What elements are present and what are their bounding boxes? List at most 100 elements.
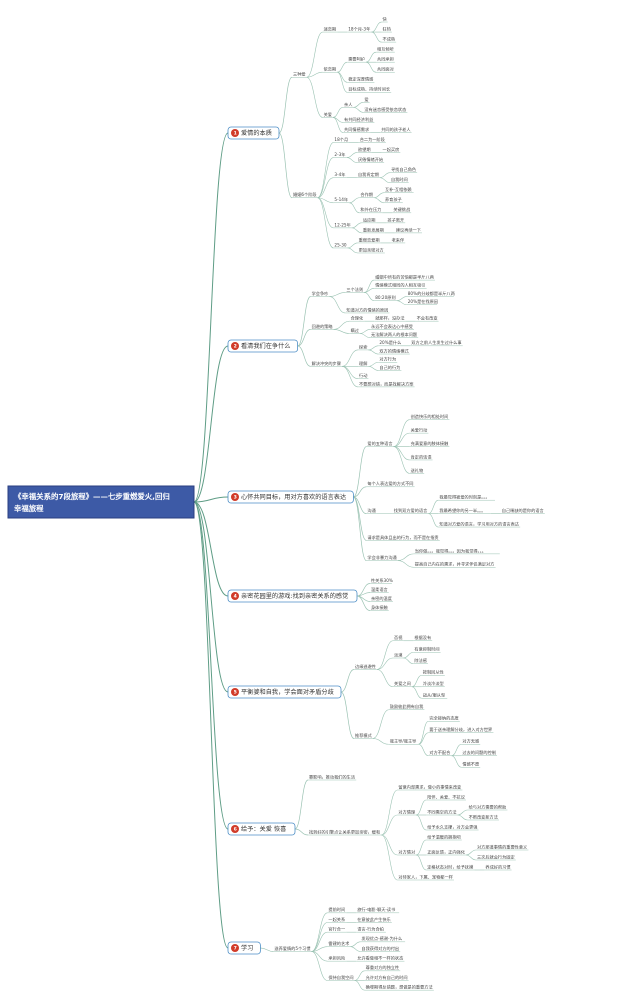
topic-node: 允许对方有自己的时间 <box>364 974 409 981</box>
topic-node: 18个月-3年 <box>347 25 372 32</box>
topic-label: 承担风险 <box>328 955 346 962</box>
root-box <box>7 485 195 519</box>
topic-label: 过去的问题的控制 <box>462 749 496 756</box>
topic-node: 一起关系 <box>327 916 347 923</box>
branch-connector <box>371 21 382 33</box>
topic-label: 关爱行动 <box>411 427 428 434</box>
topic-node: 给予永久支撑，对方会更强 <box>426 823 479 830</box>
topic-label: 共同面对 <box>377 66 394 73</box>
branch-connector <box>359 333 371 338</box>
number-marker-label: 6 <box>234 827 237 833</box>
main-topic-label: 亲密花园里的游戏:找到亲密关系的感觉 <box>241 592 348 600</box>
topic-node: 关键挑战 <box>392 206 412 213</box>
topic-label: 定格状态对时，给予抚摸 <box>427 863 473 870</box>
topic-label: 知道对方爱的语言，学习用对方的语言表达 <box>439 520 519 527</box>
branch-connector <box>353 446 367 498</box>
main-connector <box>193 501 229 597</box>
topic-node: 当你做。。。我觉得。。。因为我觉得。。。 <box>413 547 500 554</box>
topic-node: 12-25年 <box>333 221 352 228</box>
number-marker-icon <box>231 825 239 833</box>
topic-label: 雷建的艺术 <box>328 940 350 947</box>
topic-node: 温柔语言 <box>369 586 389 593</box>
branch-connector <box>340 669 355 693</box>
topic-node: 不成熟 <box>381 36 397 43</box>
branch-connector <box>353 486 367 498</box>
topic-label: 对待家人，下属、宠物都一样 <box>398 873 452 880</box>
topic-node: 对方无感 <box>461 738 481 745</box>
topic-label: 亲人 <box>344 101 353 107</box>
branch-connector <box>306 31 323 78</box>
topic-label: 更加亲密对方 <box>359 246 384 253</box>
branch-connector <box>329 292 346 297</box>
topic-label: 按制回从性 <box>423 669 444 676</box>
branch-connector <box>346 152 357 158</box>
branch-connector <box>368 349 379 355</box>
branch-connector <box>349 197 360 204</box>
branch-connector <box>451 755 462 768</box>
topic-node: 回避的策略 <box>310 323 334 330</box>
topic-label: 就那样，没办法 <box>375 315 404 322</box>
topic-node: 发现优点-感谢-为什么 <box>360 935 406 942</box>
topic-node: 陪伴、关爱、不抗议 <box>426 793 466 800</box>
topic-node: 共同情感需求 <box>343 126 371 133</box>
topic-node: 留意内部需求，做小的事情来改变 <box>397 783 463 790</box>
topic-label: 共同承担 <box>377 56 394 63</box>
branch-connector <box>306 71 323 78</box>
topic-node: 探索 <box>358 343 369 351</box>
topic-label: 尊重对方的独立性 <box>366 964 400 971</box>
topic-label: 自我时间 <box>391 176 408 183</box>
topic-node: 养成好的习惯 <box>484 863 512 870</box>
topic-node: 找到好的引擎点让关系更加亲密，缓和 <box>307 828 382 835</box>
branch-connector <box>373 192 385 199</box>
topic-node: 学会争吵 <box>310 290 330 297</box>
topic-node: 5-14年 <box>333 196 350 203</box>
branch-connector <box>376 669 394 688</box>
topic-node: 有意抑制时间 <box>413 646 441 653</box>
topic-label: 陪伴、关爱、不抗议 <box>427 793 466 800</box>
topic-label: 欲望期 <box>358 146 371 153</box>
topic-node: 允许看做相不一样的状态 <box>356 955 405 962</box>
topic-label: 迷恋期 <box>324 25 337 32</box>
topic-node: 过去的问题的控制 <box>461 749 498 756</box>
branch-connector <box>428 513 439 528</box>
branch-connector <box>332 117 344 133</box>
topic-node: 不断改变新方法 <box>467 813 499 820</box>
branch-connector <box>418 743 429 757</box>
topic-node: 对方不配合 <box>428 749 452 756</box>
topic-node: 定格状态对时，给予抚摸 <box>426 863 475 870</box>
branch-connector <box>381 834 398 881</box>
topic-node: 淡漠 <box>393 651 404 658</box>
topic-node: 永远不会表达心中感受 <box>370 323 414 330</box>
topic-label: 和外在压力 <box>360 206 381 213</box>
topic-label: 20%是在找原因 <box>408 298 438 305</box>
topic-node: 有共同经济利益 <box>343 116 375 123</box>
topic-node: 除法感 <box>413 657 428 664</box>
main-topic-label: 平衡婆和自我，学会面对矛盾分歧 <box>241 688 334 696</box>
topic-label: 适应期 <box>363 216 376 223</box>
topic-node: 就那样，没办法 <box>374 315 406 322</box>
topic-node: 不会有改变 <box>415 315 439 322</box>
branch-connector <box>317 197 334 204</box>
topic-label: 每个人表达爱的方式不同 <box>367 480 413 487</box>
branch-connector <box>311 922 328 952</box>
topic-label: 除法感 <box>414 657 427 664</box>
branch-connector <box>294 828 309 836</box>
branch-connector <box>306 76 323 118</box>
branch-connector <box>294 779 309 830</box>
branch-connector <box>373 197 385 204</box>
topic-label: 给与对方需要的帮助 <box>469 803 507 810</box>
number-marker-icon <box>231 342 239 350</box>
topic-label: 性关系30% <box>371 577 393 584</box>
topic-label: 淡漠 <box>394 651 403 658</box>
topic-node: 迷恋期 <box>322 25 338 32</box>
topic-node: 双方之前人生发生过什么事 <box>410 339 463 346</box>
